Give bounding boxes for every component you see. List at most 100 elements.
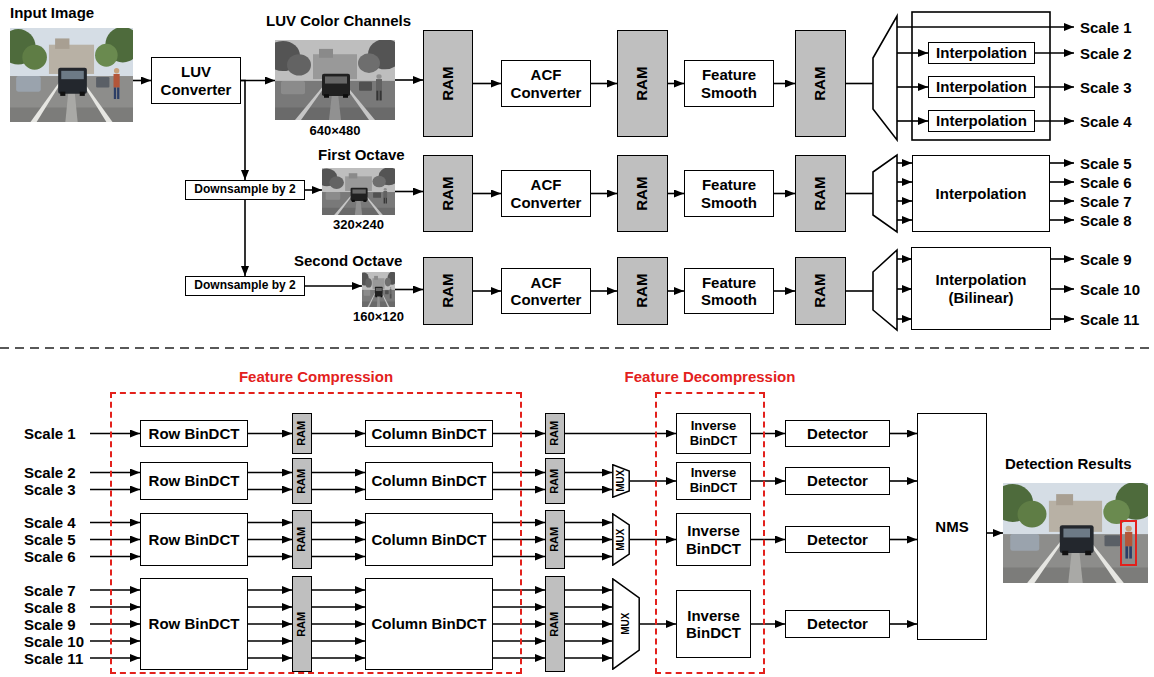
- bindct-box: Row BinDCT: [140, 462, 248, 500]
- ram-label: RAM: [634, 66, 651, 100]
- connector-arrow: [312, 623, 365, 625]
- image-heading: LUV Color Channels: [266, 12, 411, 29]
- scale-label: Scale 3: [24, 481, 76, 498]
- ram-buffer: RAM: [795, 155, 846, 232]
- connector-arrow: [248, 623, 292, 625]
- connector-arrow: [493, 556, 545, 558]
- bindct-box: Row BinDCT: [140, 578, 248, 670]
- connector-arrow: [751, 539, 785, 541]
- connector-arrow: [312, 489, 365, 491]
- connector-arrow: [248, 522, 292, 524]
- ram-label: RAM: [439, 274, 456, 308]
- converter-box: ACF Converter: [501, 60, 591, 107]
- interpolation-box: Interpolation: [928, 42, 1035, 64]
- wire: [90, 522, 140, 524]
- ram-label: RAM: [296, 611, 309, 636]
- scale-label: Scale 7: [24, 582, 76, 599]
- box-label: Downsample by 2: [194, 183, 295, 197]
- box-label: Inverse BinDCT: [680, 419, 747, 449]
- demux-symbol: [873, 250, 897, 330]
- connector-arrow: [987, 532, 1003, 534]
- interpolation-box: Interpolation: [928, 110, 1035, 132]
- connector-arrow: [630, 480, 676, 482]
- converter-box: ACF Converter: [501, 170, 591, 217]
- wire: [90, 589, 140, 591]
- ram-buffer: RAM: [423, 155, 473, 232]
- scale-label: Scale 4: [24, 514, 76, 531]
- connector-arrow: [248, 556, 292, 558]
- result-photo: [992, 482, 1154, 583]
- wire: [897, 162, 912, 164]
- wire-group: [90, 27, 1074, 658]
- luv-channel-photo: [266, 39, 402, 120]
- wire: [897, 200, 912, 202]
- connector-arrow: [591, 193, 617, 195]
- ram-label: RAM: [439, 176, 456, 210]
- ram-label: RAM: [296, 421, 309, 446]
- wire: [897, 219, 912, 221]
- connector-arrow: [493, 640, 545, 642]
- connector-arrow: [493, 539, 545, 541]
- connector-arrow: [493, 522, 545, 524]
- wire: [846, 83, 873, 85]
- box-label: ACF Converter: [505, 274, 587, 309]
- connector-arrow: [248, 433, 292, 435]
- connector-arrow: [890, 480, 917, 482]
- connector-arrow: [493, 489, 545, 491]
- ram-buffer: RAM: [795, 30, 846, 137]
- interpolation-box: Interpolation: [928, 76, 1035, 98]
- bindct-box: Column BinDCT: [365, 578, 493, 670]
- mux-label: MUX: [615, 470, 627, 492]
- connector-arrow: [312, 472, 365, 474]
- connector-arrow: [565, 433, 676, 435]
- wire: [897, 318, 912, 320]
- detector-box: Detector: [785, 610, 890, 638]
- ram-buffer: RAM: [292, 510, 312, 569]
- connector-arrow: [305, 189, 322, 191]
- connector-arrow: [244, 200, 246, 276]
- wire: [846, 193, 873, 195]
- box-label: Interpolation: [936, 44, 1027, 61]
- wire: [90, 623, 140, 625]
- connector-arrow: [890, 539, 917, 541]
- octave-photo: [360, 272, 397, 307]
- wire: [90, 657, 140, 659]
- connector-arrow: [493, 472, 545, 474]
- wire: [897, 258, 912, 260]
- connector-arrow: [312, 556, 365, 558]
- wire: [897, 86, 928, 88]
- ram-buffer: RAM: [292, 576, 312, 672]
- connector-arrow: [312, 640, 365, 642]
- section-separator: [0, 347, 1154, 349]
- ram-buffer: RAM: [423, 30, 473, 137]
- bindct-box: Row BinDCT: [140, 420, 248, 447]
- connector-arrow: [565, 556, 612, 558]
- image-anchor: [275, 40, 395, 120]
- feature-compression-region: Feature CompressionRow BinDCTRAMColumn B…: [110, 368, 522, 674]
- box-label: Inverse BinDCT: [680, 466, 747, 496]
- connector-arrow: [751, 433, 785, 435]
- box-label: Detector: [807, 472, 868, 489]
- scale-label: Scale 10: [1080, 281, 1140, 298]
- connector-arrow: [305, 285, 362, 287]
- image-anchor: [322, 168, 395, 215]
- inverse-bindct-box: Inverse BinDCT: [676, 590, 751, 658]
- mux-block: MUX: [612, 513, 630, 566]
- connector-arrow: [565, 640, 612, 642]
- interpolation-box: Interpolation (Bilinear): [911, 247, 1051, 330]
- downsample-box: Downsample by 2: [185, 180, 305, 200]
- mux-shape: [613, 514, 629, 565]
- image-panel: LUV Color Channels640×480: [266, 12, 426, 144]
- connector-arrow: [395, 191, 423, 193]
- bindct-box: Row BinDCT: [140, 513, 248, 566]
- connector-arrow: [312, 657, 365, 659]
- ram-buffer: RAM: [795, 257, 846, 325]
- connector-arrow: [493, 606, 545, 608]
- connector-arrow: [312, 606, 365, 608]
- box-label: Detector: [807, 615, 868, 632]
- wire: [897, 52, 928, 54]
- box-label: Detector: [807, 425, 868, 442]
- wire: [1035, 86, 1074, 88]
- connector-arrow: [473, 290, 501, 292]
- ram-buffer: RAM: [617, 30, 668, 137]
